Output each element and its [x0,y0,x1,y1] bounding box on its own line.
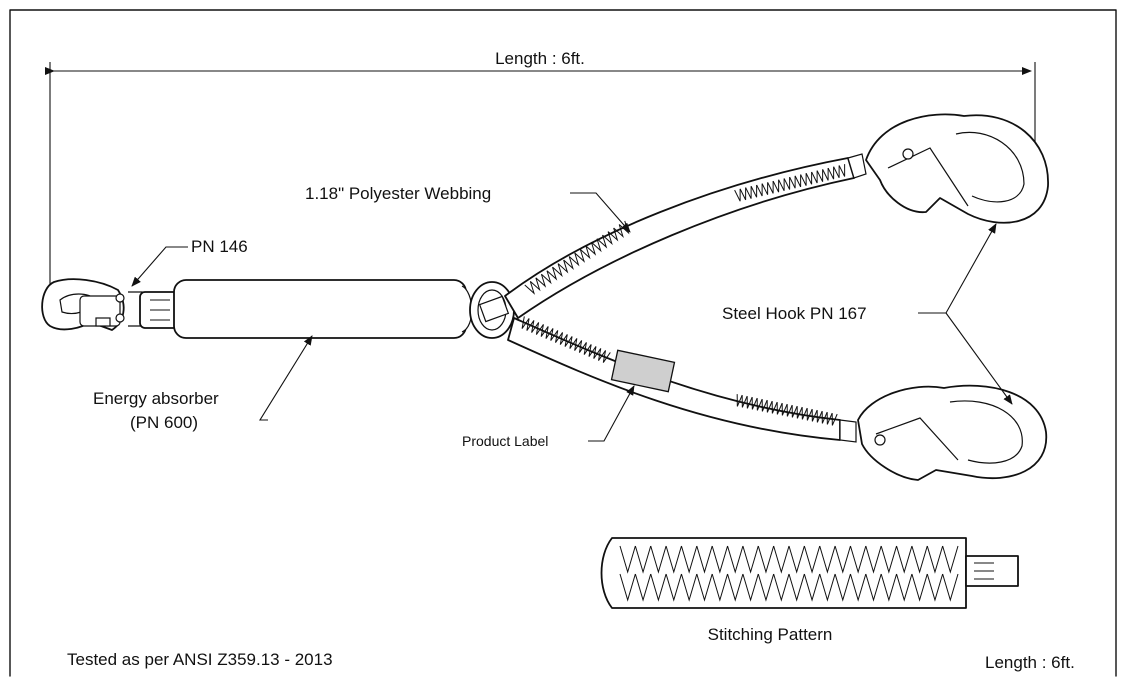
length-bottom-label: Length : 6ft. [985,653,1075,672]
stitching-upper-left [524,220,630,295]
snap-hook-pn146 [41,278,143,331]
product-label-patch [610,349,676,393]
steel-hook-label: Steel Hook PN 167 [722,304,867,323]
stitching-lower-right [736,394,838,426]
stitching-pattern-label: Stitching Pattern [708,625,833,644]
webbing-label: 1.18" Polyester Webbing [305,184,491,203]
energy-absorber-label: Energy absorber [93,389,219,408]
leader-lines [131,192,1013,442]
energy-absorber-pn-label: (PN 600) [130,413,198,432]
stitching-sample-rows [619,545,959,602]
tested-standard-label: Tested as per ANSI Z359.13 - 2013 [67,650,333,669]
product-label-label: Product Label [462,433,548,449]
stitching-pattern-sample [600,537,1019,609]
pn146-label: PN 146 [191,237,248,256]
energy-absorber [139,279,473,339]
stitching-lower-left [521,316,611,363]
length-top-label: Length : 6ft. [495,49,585,68]
d-ring [469,281,515,339]
stitching-upper-right [734,164,846,202]
steel-hook-lower [857,384,1047,481]
steel-hook-upper [865,113,1049,224]
drawing-frame [9,9,1117,677]
